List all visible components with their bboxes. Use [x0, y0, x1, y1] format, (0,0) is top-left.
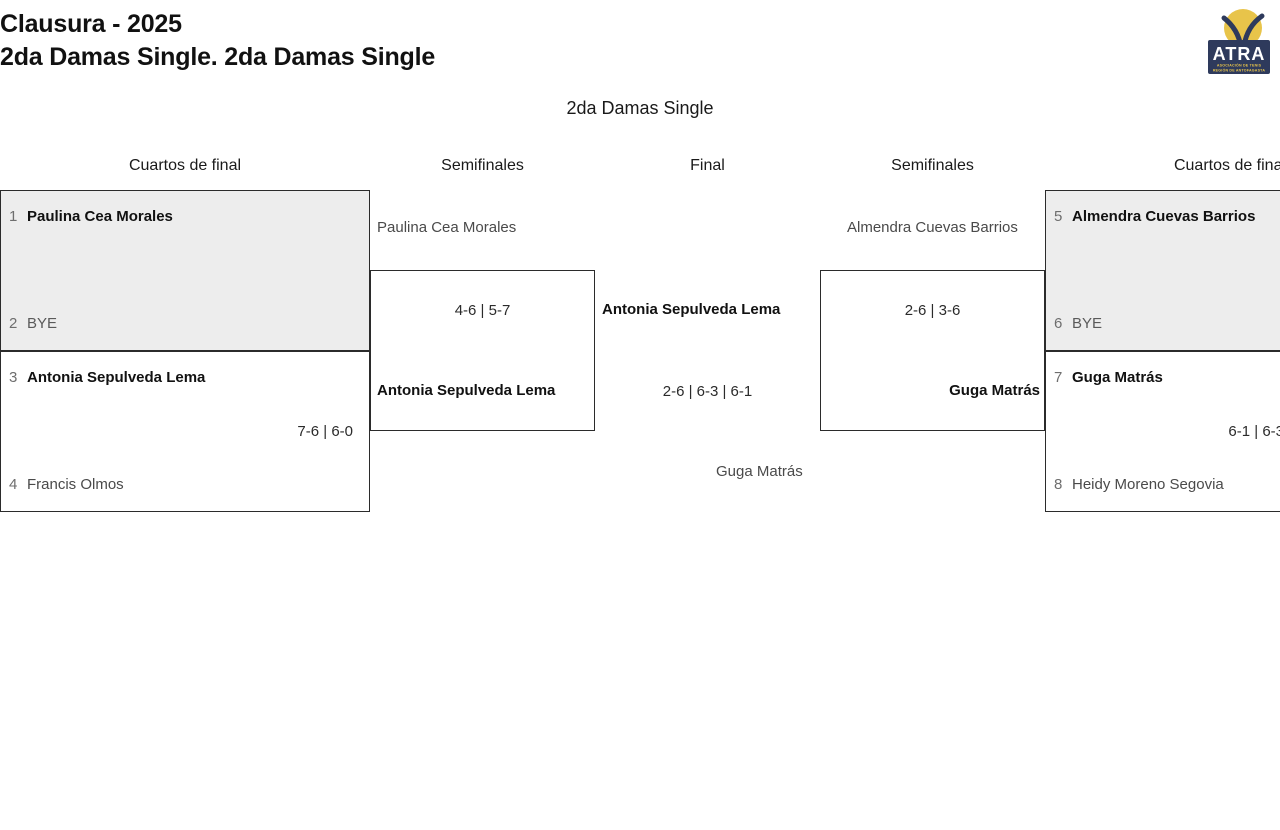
player-slot[interactable]: 1 Paulina Cea Morales	[1, 206, 369, 228]
match-score: 7-6 | 6-0	[297, 423, 353, 440]
seed-number: 5	[1054, 208, 1063, 225]
seed-number: 3	[9, 369, 18, 386]
semifinal-left-bottom-player[interactable]: Antonia Sepulveda Lema	[377, 382, 556, 399]
seed-number: 8	[1054, 476, 1063, 493]
page-title: Clausura - 2025 2da Damas Single. 2da Da…	[0, 8, 1100, 74]
seed-number: 1	[9, 208, 18, 225]
seed-number: 4	[9, 476, 18, 493]
player-slot[interactable]: 6 BYE	[1046, 313, 1280, 335]
round-header-semifinals-left: Semifinales	[441, 157, 524, 174]
seed-number: 2	[9, 315, 18, 332]
match-box-qf-left-1[interactable]: 1 Paulina Cea Morales 2 BYE	[0, 190, 370, 351]
tournament-name: Clausura - 2025	[0, 10, 182, 38]
player-name: Paulina Cea Morales	[27, 208, 173, 225]
player-name: Almendra Cuevas Barrios	[1072, 208, 1256, 225]
svg-text:REGIÓN DE ANTOFAGASTA: REGIÓN DE ANTOFAGASTA	[1213, 68, 1265, 73]
final-top-player[interactable]: Antonia Sepulveda Lema	[602, 301, 781, 318]
match-box-qf-right-2[interactable]: 7 Guga Matrás 6-1 | 6-3 8 Heidy Moreno Seg…	[1045, 351, 1280, 512]
player-slot[interactable]: 3 Antonia Sepulveda Lema	[1, 367, 369, 389]
match-score: 2-6 | 3-6	[904, 302, 961, 319]
match-score: 4-6 | 5-7	[454, 302, 511, 319]
player-name: BYE	[1072, 315, 1103, 332]
player-name: BYE	[27, 315, 58, 332]
round-header-quarterfinals-left: Cuartos de final	[128, 157, 242, 174]
round-header-semifinals-right: Semifinales	[891, 157, 974, 174]
draw-title: 2da Damas Single	[566, 98, 714, 118]
round-header-final: Final	[690, 157, 725, 174]
player-name: Francis Olmos	[27, 476, 124, 493]
semifinal-left-top-player[interactable]: Paulina Cea Morales	[377, 219, 517, 236]
player-name: Heidy Moreno Segovia	[1072, 476, 1224, 493]
seed-number: 6	[1054, 315, 1063, 332]
match-box-qf-left-2[interactable]: 3 Antonia Sepulveda Lema 7-6 | 6-0 4 Franc…	[0, 351, 370, 512]
match-box-qf-right-1[interactable]: 5 Almendra Cuevas Barrios 6 BYE	[1045, 190, 1280, 351]
player-slot[interactable]: 5 Almendra Cuevas Barrios	[1046, 206, 1280, 228]
player-name: Antonia Sepulveda Lema	[27, 369, 206, 386]
atra-logo: ATRA ASOCIACIÓN DE TENIS REGIÓN DE ANTOF…	[1200, 2, 1278, 80]
player-slot[interactable]: 7 Guga Matrás	[1046, 367, 1280, 389]
semifinal-right-top-player[interactable]: Almendra Cuevas Barrios	[847, 219, 1018, 236]
player-slot[interactable]: 4 Francis Olmos	[1, 474, 369, 496]
final-score: 2-6 | 6-3 | 6-1	[662, 383, 753, 400]
seed-number: 7	[1054, 369, 1063, 386]
match-score: 6-1 | 6-3	[1228, 423, 1280, 440]
player-slot[interactable]: 8 Heidy Moreno Segovia	[1046, 474, 1280, 496]
player-slot[interactable]: 2 BYE	[1, 313, 369, 335]
svg-text:ASOCIACIÓN DE TENIS: ASOCIACIÓN DE TENIS	[1217, 63, 1262, 68]
final-bottom-player[interactable]: Guga Matrás	[716, 463, 803, 480]
svg-text:ATRA: ATRA	[1213, 44, 1266, 64]
match-box-semifinal-right[interactable]: 2-6 | 3-6 Guga Matrás	[820, 270, 1045, 431]
tournament-category: 2da Damas Single. 2da Damas Single	[0, 43, 436, 71]
semifinal-right-bottom-player[interactable]: Guga Matrás	[949, 382, 1040, 399]
player-name: Guga Matrás	[1072, 369, 1163, 386]
round-header-quarterfinals-right: Cuartos de final	[1173, 157, 1280, 174]
match-box-semifinal-left[interactable]: 4-6 | 5-7 Antonia Sepulveda Lema	[370, 270, 595, 431]
